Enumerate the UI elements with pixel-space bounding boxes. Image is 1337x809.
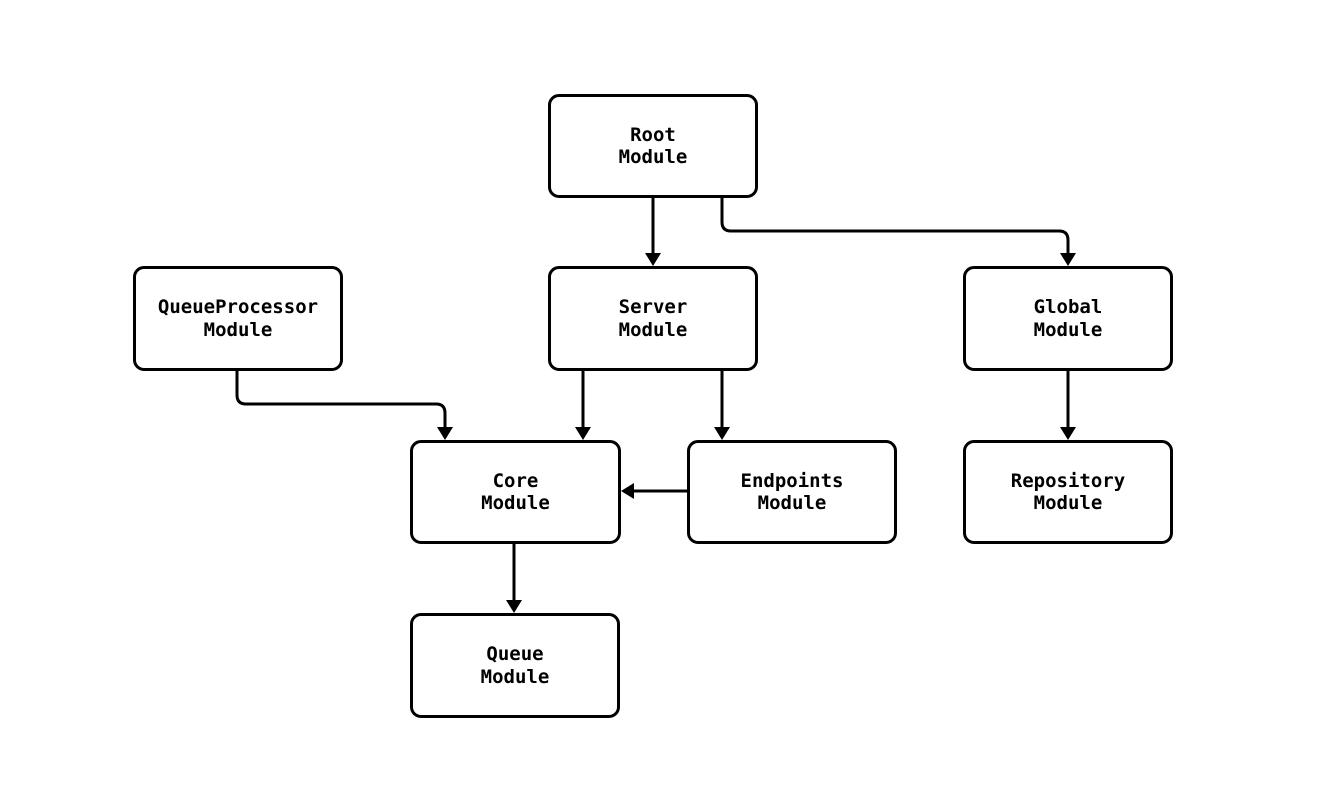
node-server-label-line1: Server xyxy=(618,296,688,319)
edge-queueprocessor-core xyxy=(235,371,447,432)
node-repository[interactable]: Repository Module xyxy=(963,440,1173,544)
arrowhead-root-server xyxy=(645,253,661,266)
arrowhead-server-core xyxy=(575,427,591,440)
node-core[interactable]: Core Module xyxy=(410,440,621,544)
node-core-label-line2: Module xyxy=(481,492,550,514)
arrowhead-global-repository xyxy=(1060,427,1076,440)
edge-root-global xyxy=(720,198,1070,258)
node-global[interactable]: Global Module xyxy=(963,266,1173,371)
node-server[interactable]: Server Module xyxy=(548,266,758,371)
node-global-label-line1: Global xyxy=(1033,296,1103,319)
arrowhead-endpoints-core xyxy=(621,483,634,499)
node-queueprocessor-label-line1: QueueProcessor xyxy=(157,296,319,319)
node-repository-label-line2: Module xyxy=(1033,492,1103,514)
node-server-label-line2: Module xyxy=(618,318,688,341)
node-repository-label-line1: Repository xyxy=(1010,469,1126,492)
node-queue-label-line2: Module xyxy=(480,665,550,688)
arrowhead-core-queue xyxy=(506,600,522,613)
node-endpoints-label-line2: Module xyxy=(757,492,827,514)
node-queue[interactable]: Queue Module xyxy=(410,613,620,718)
node-root-label-line1: Root xyxy=(630,123,676,146)
arrowhead-queueprocessor-core xyxy=(437,427,453,440)
arrowhead-root-global xyxy=(1060,253,1076,266)
node-core-label-line1: Core xyxy=(492,469,539,492)
node-global-label-line2: Module xyxy=(1033,318,1103,341)
node-endpoints-label-line1: Endpoints xyxy=(740,469,844,492)
node-queue-label-line1: Queue xyxy=(486,643,544,666)
node-queueprocessor[interactable]: QueueProcessor Module xyxy=(133,266,343,371)
node-root[interactable]: Root Module xyxy=(548,94,758,198)
node-endpoints[interactable]: Endpoints Module xyxy=(687,440,897,544)
arrowhead-server-endpoints xyxy=(714,427,730,440)
node-queueprocessor-label-line2: Module xyxy=(203,318,273,341)
node-root-label-line2: Module xyxy=(618,146,688,168)
